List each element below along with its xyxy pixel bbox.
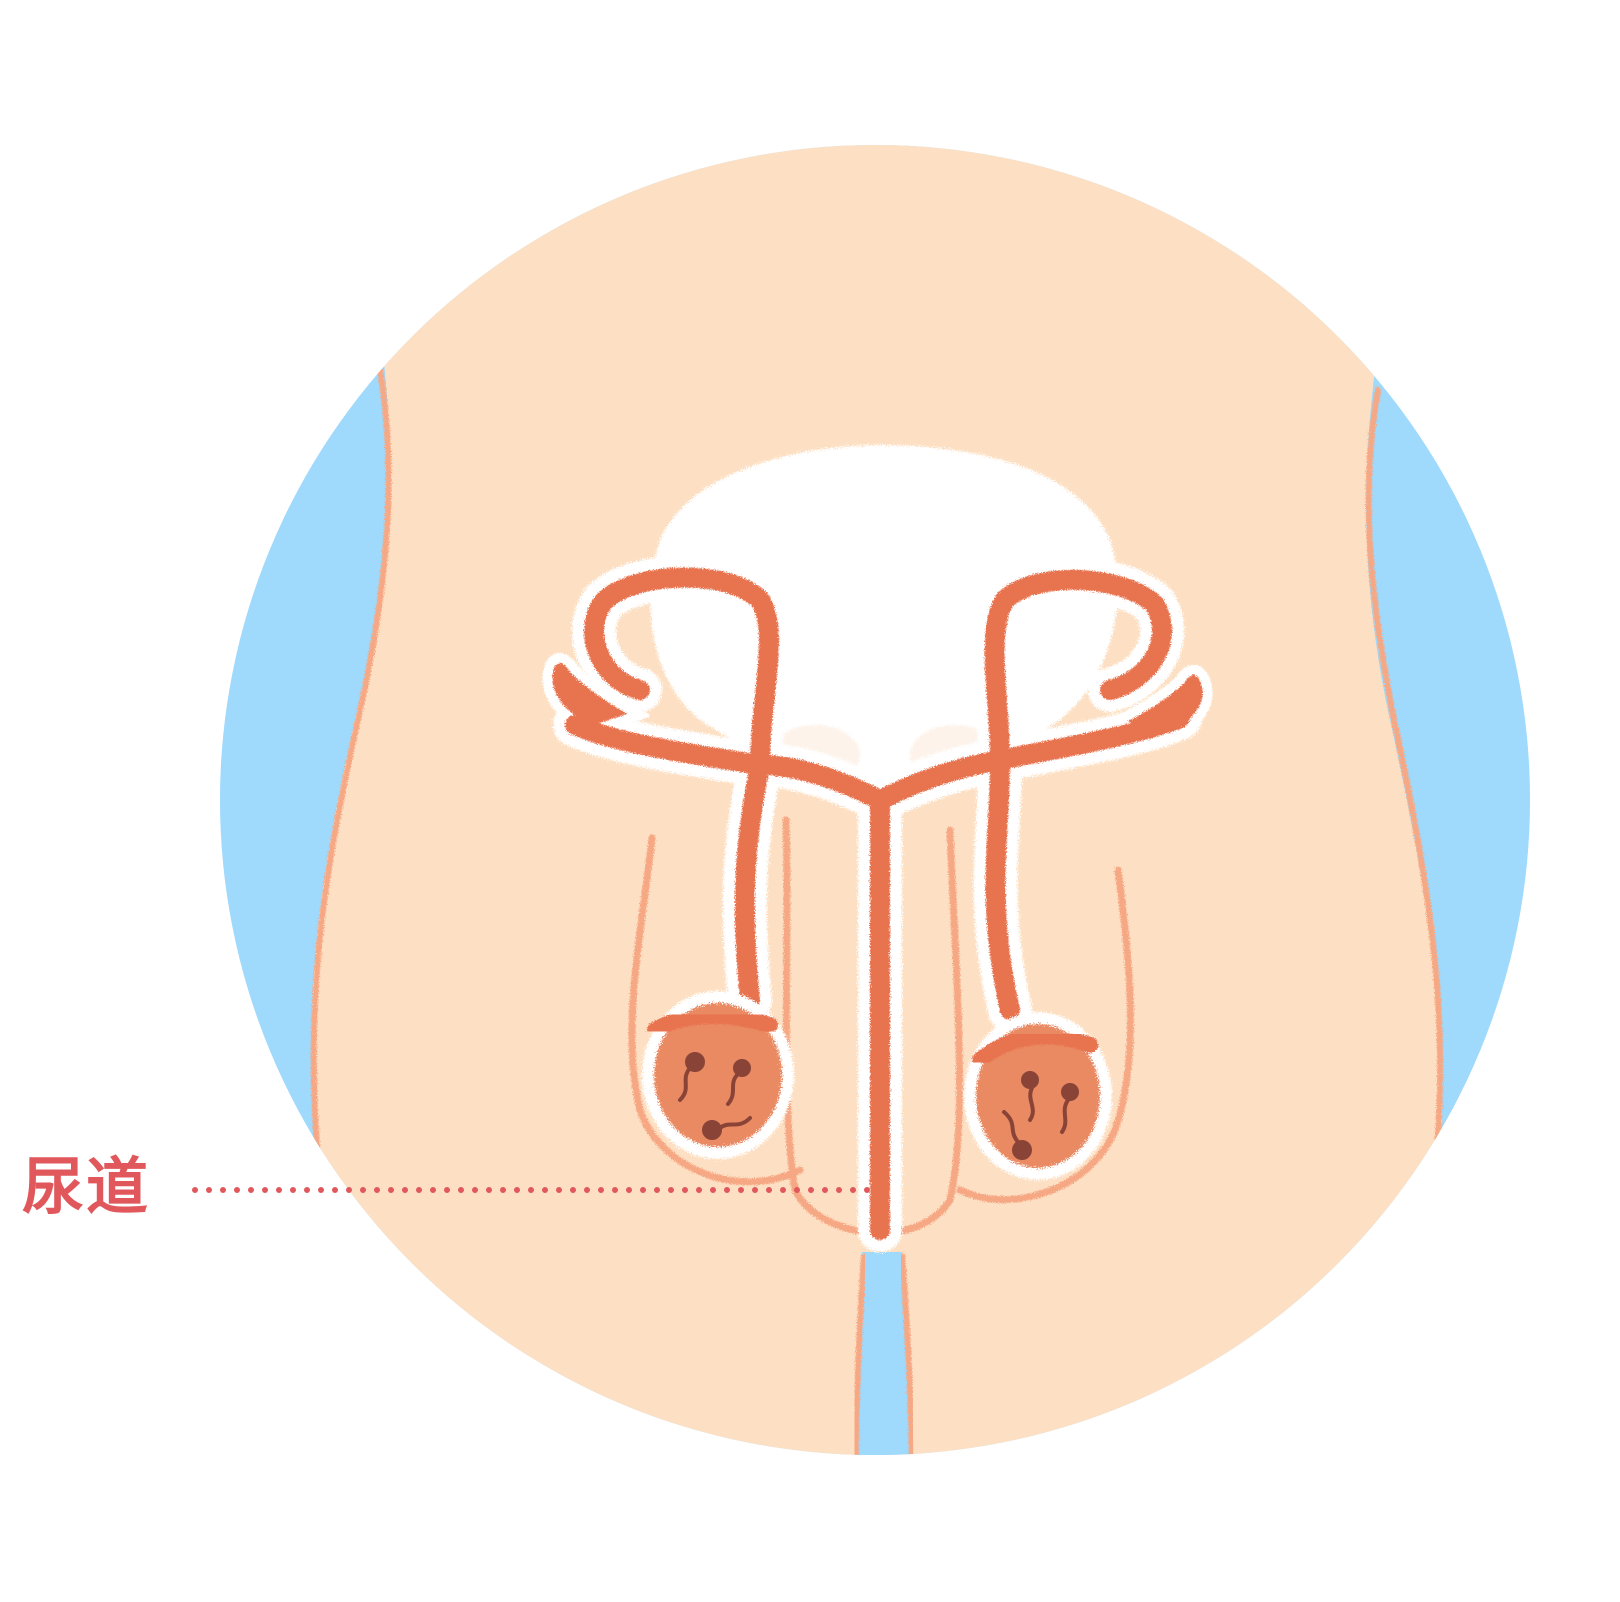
scrotum-right-outline	[956, 866, 1134, 1204]
sperm-icon	[678, 1052, 752, 1140]
right-spermatic-cord	[985, 750, 1020, 1020]
left-spermatic-cord	[734, 755, 770, 1010]
right-testis	[964, 1012, 1112, 1180]
right-torso-outline	[1365, 387, 1444, 1163]
left-testis	[642, 991, 794, 1159]
right-duct-loop	[984, 569, 1173, 770]
left-duct-loop	[584, 567, 779, 775]
sperm-icon	[1002, 1071, 1079, 1160]
right-leg-outline	[899, 1253, 915, 1455]
urethra-label: 尿道	[22, 1150, 151, 1223]
left-torso-outline	[310, 367, 392, 1163]
left-epididymis-head	[542, 653, 654, 736]
scrotum-left-outline	[628, 834, 804, 1186]
left-leg-outline	[852, 1253, 867, 1455]
leg-gap	[855, 1252, 914, 1455]
reproductive-ducts	[565, 567, 1190, 1240]
